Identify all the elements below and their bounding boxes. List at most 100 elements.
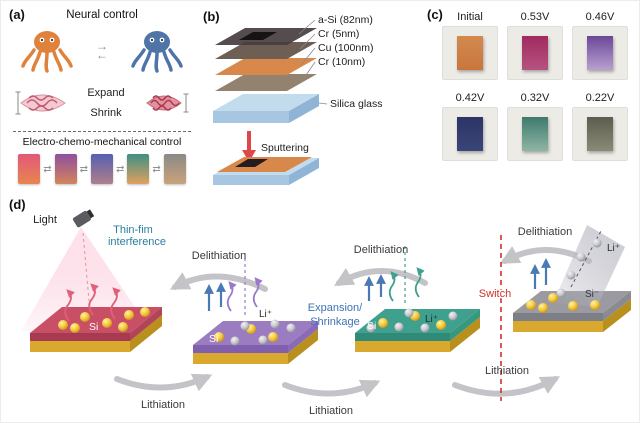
panel-c: (c) Initial 0.53V 0.46V 0.4 <box>425 5 637 193</box>
sample-color-chip <box>522 36 548 70</box>
expand-shrink-labels: Expand Shrink <box>87 87 124 119</box>
sample-cell: 0.46V <box>569 11 631 80</box>
silicon-slab-3: Si Li⁺ <box>355 245 480 352</box>
lithiation-arrow-3 <box>452 376 561 397</box>
expansion-label-line2: Shrinkage <box>310 316 360 328</box>
divider <box>13 131 191 132</box>
sample-color-chip <box>522 117 548 151</box>
si-atoms <box>526 293 600 313</box>
li-label: Li⁺ <box>607 243 620 254</box>
sample-photo <box>442 26 498 80</box>
reflection-arrows <box>388 267 425 302</box>
panel-d: (d) <box>9 197 631 417</box>
leader-lines <box>298 19 328 105</box>
sample-color-chip <box>457 117 483 151</box>
sputtered-device <box>213 157 319 185</box>
muscle-expand-shrink: Expand Shrink <box>15 81 189 125</box>
silicon-slab-4: Si⁻ Li⁺ <box>513 225 631 332</box>
octopus-comparison: → ← <box>19 25 185 77</box>
sample-color-chip <box>457 36 483 70</box>
transition-arrows-icon: ⇄ <box>152 163 161 175</box>
expansion-label-line1: Expansion/ <box>308 302 363 314</box>
transition-arrows-icon: ⇄ <box>79 163 88 175</box>
light-beam <box>21 227 151 331</box>
state-swatch-4 <box>127 154 150 184</box>
lithiation-label-2: Lithiation <box>309 405 353 417</box>
li-ions-leaving <box>556 238 602 298</box>
delithiation-label-3: Delithiation <box>518 226 572 238</box>
panel-c-label: (c) <box>427 7 443 22</box>
label-silica-glass: Silica glass <box>330 98 383 110</box>
li-label: Li⁺ <box>425 314 438 325</box>
octopus-orange-icon <box>21 31 73 73</box>
ion-up-arrows <box>204 282 226 311</box>
label-sputtering: Sputtering <box>261 142 309 154</box>
switch-label: Switch <box>479 288 511 300</box>
label-cr5: Cr (5nm) <box>318 28 359 40</box>
panel-a: (a) Neural control → ← <box>7 5 197 193</box>
device-cu-film <box>217 157 312 172</box>
silicon-slab-1: Si <box>30 283 162 352</box>
arrow-right-icon: → <box>96 39 108 53</box>
si-state-label: Si⁻ <box>585 289 599 300</box>
sample-cell: Initial <box>439 11 501 80</box>
sample-photo <box>507 26 563 80</box>
li-label: Li⁺ <box>259 309 272 320</box>
panel-d-label: (d) <box>9 197 26 212</box>
expand-label: Expand <box>87 87 125 99</box>
li-ions <box>366 308 458 333</box>
beam-dashed-line <box>570 230 602 288</box>
sample-color-chip <box>587 117 613 151</box>
lithiation-arrow-1 <box>114 373 213 392</box>
voltage-label: 0.46V <box>585 11 615 23</box>
transition-arrows-icon: ⇄ <box>43 163 52 175</box>
color-state-sequence: ⇄ ⇄ ⇄ ⇄ <box>7 153 197 185</box>
muscle-relaxed-icon <box>15 91 66 115</box>
asi-film-patch <box>239 32 277 40</box>
sample-photo <box>442 107 498 161</box>
voltage-label: 0.22V <box>585 92 615 104</box>
voltage-label: 0.53V <box>520 11 550 23</box>
state-swatch-3 <box>91 154 113 184</box>
delithiation-label-2: Delithiation <box>354 244 408 256</box>
sample-cell: 0.53V <box>504 11 566 80</box>
panel-a-label: (a) <box>9 7 25 22</box>
exchange-arrows-icon: → ← <box>96 39 108 61</box>
voltage-sample-grid: Initial 0.53V 0.46V 0.42V <box>439 11 631 161</box>
label-cu: Cu (100nm) <box>318 42 373 54</box>
panel-b-label: (b) <box>203 9 220 24</box>
shrink-label: Shrink <box>90 107 122 119</box>
silicon-slab-2: Si Li⁺ <box>193 253 318 364</box>
si-label: Si <box>209 333 218 345</box>
panel-a-title: Neural control <box>66 9 138 21</box>
reflection-arrows <box>64 283 121 322</box>
state-swatch-5 <box>163 154 186 184</box>
lithiation-label-1: Lithiation <box>141 399 185 411</box>
muscle-contracted-icon <box>146 93 189 113</box>
sample-cell: 0.22V <box>569 92 631 161</box>
state-swatch-2 <box>54 154 77 184</box>
interference-label-line1: Thin-fim <box>113 224 153 236</box>
delithiation-label-1: Delithiation <box>192 250 246 262</box>
panel-b: (b) a-Si (82nm) Cr (5nm) Cu (100nm) Cr (… <box>203 9 383 185</box>
sample-cell: 0.32V <box>504 92 566 161</box>
ion-up-arrows <box>530 258 551 289</box>
layer-cr10 <box>215 74 317 91</box>
layer-cr5 <box>215 42 317 59</box>
voltage-label: Initial <box>457 11 483 23</box>
sample-photo <box>572 26 628 80</box>
si-label: Si <box>89 321 98 333</box>
sample-photo <box>572 107 628 161</box>
label-asi: a-Si (82nm) <box>318 14 373 26</box>
voltage-label: 0.32V <box>520 92 550 104</box>
silica-glass-slab <box>213 94 319 123</box>
panel-a-subtitle: Electro-chemo-mechanical control <box>22 136 182 148</box>
device-asi-patch <box>235 159 268 167</box>
light-source-icon <box>72 209 95 228</box>
si-label: Si <box>367 320 376 332</box>
octopus-blue-icon <box>131 31 183 73</box>
transition-arrows-icon: ⇄ <box>116 163 125 175</box>
layer-stack <box>215 28 317 91</box>
incident-light-dashed <box>82 232 90 302</box>
